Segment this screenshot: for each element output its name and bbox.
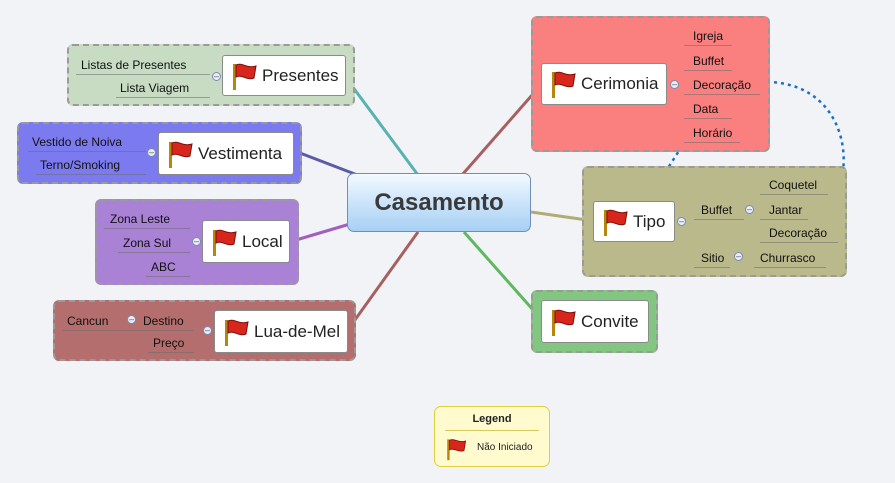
topic-label: Vestimenta bbox=[198, 143, 283, 163]
topic-presentes[interactable]: Presentes bbox=[222, 55, 346, 96]
lua-item[interactable]: Preço bbox=[153, 336, 185, 350]
central-topic[interactable]: Casamento bbox=[347, 173, 531, 232]
underline bbox=[684, 142, 740, 143]
collapse-icon[interactable]: – bbox=[734, 251, 743, 261]
cerimonia-item[interactable]: Decoração bbox=[693, 78, 752, 92]
red-flag-icon bbox=[225, 319, 249, 346]
cerimonia-item[interactable]: Igreja bbox=[693, 29, 724, 43]
red-flag-icon bbox=[447, 439, 467, 461]
collapse-icon[interactable]: – bbox=[127, 314, 136, 324]
branch-line-cerimonia bbox=[460, 85, 542, 176]
lua-item[interactable]: Cancun bbox=[67, 314, 109, 328]
topic-tipo[interactable]: Tipo bbox=[593, 201, 675, 242]
red-flag-icon bbox=[169, 141, 193, 168]
underline bbox=[760, 219, 808, 220]
local-item[interactable]: Zona Sul bbox=[123, 236, 172, 250]
underline bbox=[694, 219, 744, 220]
topic-local[interactable]: Local bbox=[202, 220, 290, 263]
presentes-item[interactable]: Lista Viagem bbox=[120, 81, 190, 95]
underline bbox=[104, 228, 190, 229]
underline bbox=[146, 276, 190, 277]
underline bbox=[684, 94, 760, 95]
underline bbox=[754, 267, 826, 268]
cerimonia-item[interactable]: Buffet bbox=[693, 54, 725, 68]
topic-label: Cerimonia bbox=[581, 74, 659, 93]
collapse-icon[interactable]: – bbox=[677, 216, 686, 226]
topic-label: Presentes bbox=[262, 65, 339, 85]
underline bbox=[118, 252, 190, 253]
collapse-icon[interactable]: – bbox=[192, 236, 201, 246]
underline bbox=[684, 70, 732, 71]
underline bbox=[148, 352, 194, 353]
branch-line-presentes bbox=[350, 85, 420, 176]
underline bbox=[760, 194, 828, 195]
cerimonia-item[interactable]: Data bbox=[693, 102, 719, 116]
red-flag-icon bbox=[213, 229, 237, 256]
underline bbox=[116, 97, 210, 98]
tipo-buffet[interactable]: Buffet bbox=[701, 203, 733, 217]
red-flag-icon bbox=[233, 63, 257, 90]
tipo-buffet-item[interactable]: Decoração bbox=[769, 226, 828, 240]
local-item[interactable]: ABC bbox=[151, 260, 176, 274]
red-flag-icon bbox=[552, 309, 576, 336]
underline bbox=[62, 330, 194, 331]
cerimonia-item[interactable]: Horário bbox=[693, 126, 733, 140]
topic-label: Lua-de-Mel bbox=[254, 321, 340, 341]
underline bbox=[76, 74, 210, 75]
legend-divider bbox=[445, 430, 539, 431]
branch-line-local bbox=[295, 222, 351, 242]
tipo-buffet-item[interactable]: Jantar bbox=[769, 203, 803, 217]
branch-line-vestimenta bbox=[299, 151, 361, 178]
branch-line-lua bbox=[350, 231, 420, 325]
collapse-icon[interactable]: – bbox=[745, 204, 754, 214]
legend-title: Legend bbox=[472, 413, 512, 425]
collapse-icon[interactable]: – bbox=[203, 325, 212, 335]
legend-item-label: Não Iniciado bbox=[477, 442, 533, 453]
lua-item[interactable]: Destino bbox=[143, 314, 184, 328]
underline bbox=[684, 45, 732, 46]
collapse-icon[interactable]: – bbox=[147, 147, 156, 157]
vestimenta-item[interactable]: Terno/Smoking bbox=[40, 158, 121, 172]
collapse-icon[interactable]: – bbox=[670, 79, 679, 89]
presentes-item[interactable]: Listas de Presentes bbox=[81, 58, 187, 72]
topic-convite[interactable]: Convite bbox=[541, 300, 649, 343]
tipo-sitio[interactable]: Sitio bbox=[701, 251, 725, 265]
underline bbox=[694, 267, 730, 268]
topic-label: Convite bbox=[581, 311, 639, 331]
underline bbox=[28, 151, 146, 152]
topic-label: Local bbox=[242, 231, 283, 251]
collapse-icon[interactable]: – bbox=[212, 71, 221, 81]
topic-label: Tipo bbox=[633, 211, 666, 231]
topic-vestimenta[interactable]: Vestimenta bbox=[158, 132, 294, 175]
branch-line-convite bbox=[462, 231, 544, 321]
tipo-sitio-item[interactable]: Churrasco bbox=[760, 251, 816, 265]
legend: Legend Não Iniciado bbox=[434, 406, 550, 467]
topic-lua-de-mel[interactable]: Lua-de-Mel bbox=[214, 310, 348, 353]
topic-cerimonia[interactable]: Cerimonia bbox=[541, 63, 667, 105]
underline bbox=[760, 242, 838, 243]
red-flag-icon bbox=[552, 71, 576, 98]
local-item[interactable]: Zona Leste bbox=[110, 212, 171, 226]
red-flag-icon bbox=[604, 209, 628, 236]
vestimenta-item[interactable]: Vestido de Noiva bbox=[32, 135, 123, 149]
underline bbox=[684, 118, 732, 119]
underline bbox=[36, 174, 146, 175]
tipo-buffet-item[interactable]: Coquetel bbox=[769, 178, 818, 192]
